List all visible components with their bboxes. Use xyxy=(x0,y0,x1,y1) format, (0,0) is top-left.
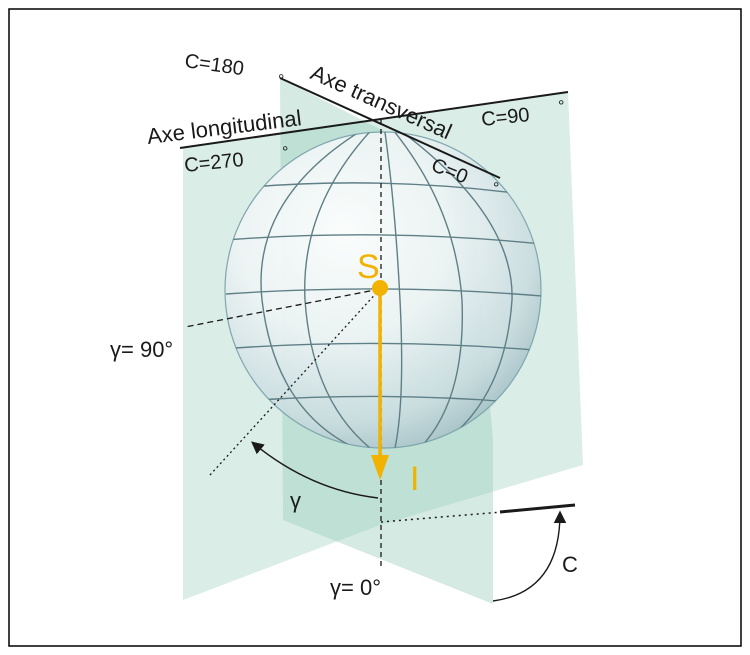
svg-text:°: ° xyxy=(278,72,284,89)
c-arc xyxy=(492,510,567,602)
svg-text:C=90: C=90 xyxy=(480,104,530,131)
gamma-arc xyxy=(251,441,379,499)
source-point xyxy=(372,280,388,296)
c-reference-line xyxy=(380,511,503,523)
gamma-label: γ xyxy=(290,488,301,513)
svg-text:°: ° xyxy=(558,98,564,115)
sphere-grid xyxy=(225,132,541,448)
gamma-0-label: γ= 0° xyxy=(330,575,381,600)
svg-text:°: ° xyxy=(282,144,288,161)
gamma-90-label: γ= 90° xyxy=(110,337,173,362)
intensity-label: I xyxy=(410,460,419,498)
transversal-axis-line xyxy=(279,77,501,179)
gamma-90-line xyxy=(184,288,381,328)
c270-label: C=270 ° xyxy=(183,144,288,177)
svg-text:°: ° xyxy=(493,180,499,197)
c-plane-edge xyxy=(499,503,576,514)
c90-label: C=90 ° xyxy=(480,98,564,131)
source-label: S xyxy=(357,248,380,286)
intensity-arrow-head xyxy=(371,455,389,480)
gamma-direction-line xyxy=(209,288,381,476)
c-label: C xyxy=(562,552,578,577)
